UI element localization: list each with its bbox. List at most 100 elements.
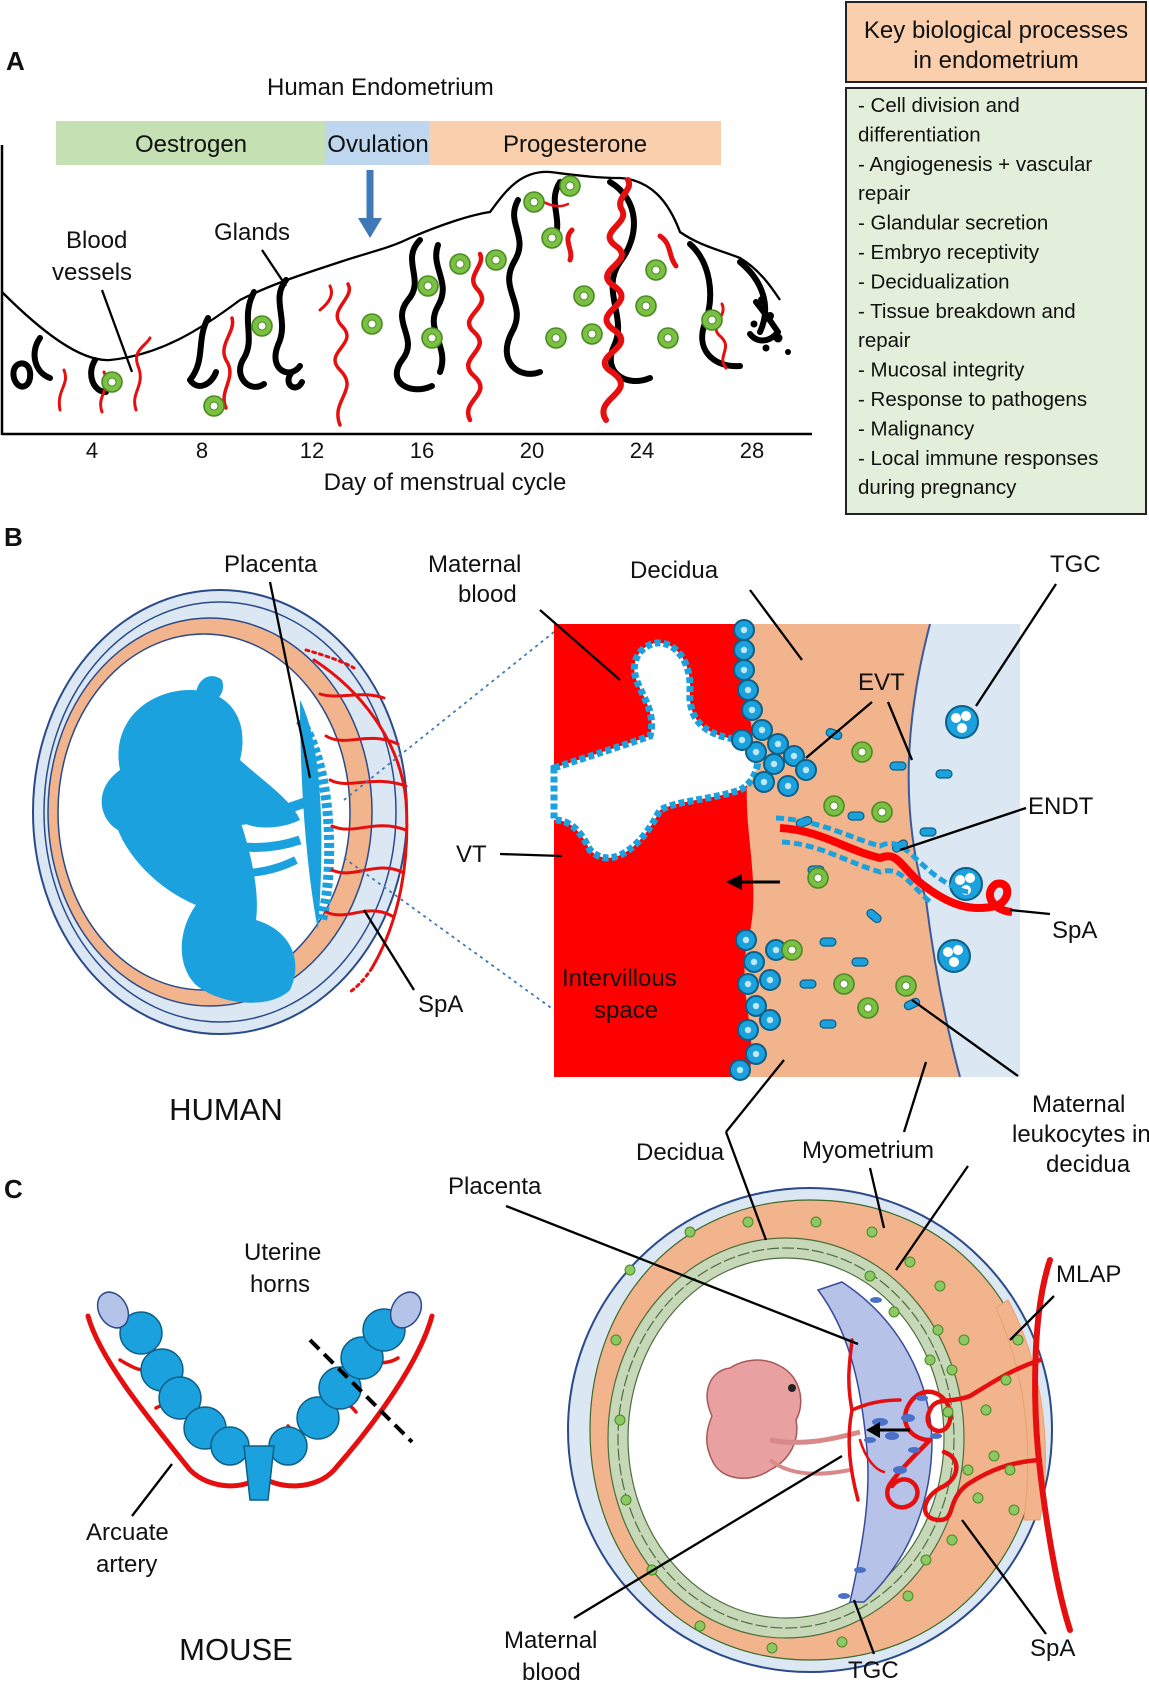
key-list-line: - Embryo receptivity [858, 241, 1040, 264]
maternal-blood-label-2: blood [458, 581, 517, 608]
human-placenta-pointer [268, 581, 312, 779]
arcuate-label-1: Arcuate [86, 1519, 169, 1546]
mouse-placenta-label: Placenta [448, 1173, 542, 1200]
progesterone-bar [429, 121, 721, 165]
panel-c: C Uterine horns Arcuate artery [4, 1131, 1121, 1686]
evt-pointer-1 [805, 701, 873, 759]
decidua-top-label: Decidua [630, 557, 719, 584]
arcuate-pointer [131, 1463, 173, 1517]
panel-a-letter: A [6, 46, 25, 76]
x-axis-title: Day of menstrual cycle [324, 469, 567, 496]
mlap-label: MLAP [1056, 1261, 1121, 1288]
arcuate-label-2: artery [96, 1551, 157, 1578]
interstitial-evt [795, 728, 953, 1029]
tgc-top-pointer [975, 583, 1057, 707]
mouse-maternal-blood-pointer [573, 1455, 843, 1619]
evt-label: EVT [858, 669, 905, 696]
blood-vessels-pointer [100, 289, 134, 373]
blood-vessels-label-1: Blood [66, 227, 127, 254]
endometrium-surface [1, 170, 781, 362]
ovulation-arrow [358, 170, 382, 238]
endt-pointer [899, 806, 1027, 852]
human-spa-label: SpA [418, 991, 463, 1018]
decidua-bottom-label: Decidua [636, 1139, 725, 1166]
intervillous-label-1: Intervillous [562, 965, 677, 992]
mouse-decidua-pointer [724, 1131, 768, 1241]
x-tick-label: 16 [410, 438, 434, 463]
panel-c-letter: C [4, 1174, 23, 1204]
panel-b: B [4, 522, 1149, 1178]
key-list-line: repair [858, 329, 911, 352]
x-tick-label: 4 [86, 438, 98, 463]
evt-pointer-2 [886, 701, 914, 761]
human-spa-right-pointer [1009, 908, 1051, 916]
vt-pointer [499, 852, 563, 858]
human-species-label: HUMAN [169, 1092, 283, 1127]
human-uterus [32, 589, 555, 1035]
ovulation-label: Ovulation [327, 131, 428, 158]
uterine-horns-label-2: horns [250, 1271, 310, 1298]
key-list-line: repair [858, 182, 911, 205]
tgc-top-label: TGC [1050, 551, 1101, 578]
x-tick-label: 24 [630, 438, 654, 463]
villus [550, 639, 761, 862]
leukocytes-label-2: leukocytes in [1012, 1121, 1149, 1148]
leukocytes-label-3: decidua [1046, 1151, 1131, 1178]
human-spiral-artery [779, 824, 1013, 916]
mouse-tgc [838, 1297, 882, 1599]
human-spa-right-label: SpA [1052, 917, 1097, 944]
human-spa-pointer [363, 909, 415, 991]
human-placenta-label: Placenta [224, 551, 318, 578]
leukocytes-pointer [911, 999, 1019, 1077]
human-interface-detail [550, 619, 1020, 1081]
mouse-maternal-blood-label-1: Maternal [504, 1627, 597, 1654]
key-body-box [845, 87, 1147, 515]
mouse-implantation-site [567, 1187, 1073, 1673]
key-header-box [845, 1, 1147, 83]
key-list-line: - Glandular secretion [858, 212, 1048, 235]
myometrium-label: Myometrium [802, 1137, 934, 1164]
human-spiral-arteries [304, 648, 409, 994]
mouse-spa-label: SpA [1030, 1635, 1075, 1662]
uterine-horns-label-1: Uterine [244, 1239, 321, 1266]
mouse-trophoblast [864, 1395, 942, 1474]
mouse-placenta-pointer [505, 1204, 859, 1346]
key-list-line: - Decidualization [858, 270, 1010, 293]
mouse-maternal-blood-label-2: blood [522, 1659, 581, 1686]
panel-a: A Human Endometrium Oestrogen Ovulation … [0, 46, 812, 496]
oestrogen-label: Oestrogen [135, 131, 247, 158]
key-header-line-1: Key biological processes [864, 17, 1128, 44]
key-list-line: differentiation [858, 123, 981, 146]
key-list: - Cell division and differentiation - Angi… [858, 94, 1098, 499]
vt-label: VT [456, 841, 487, 868]
mouse-myometrium-pointer [868, 1167, 886, 1229]
glands-label: Glands [214, 219, 290, 246]
key-list-line: - Cell division and [858, 94, 1020, 117]
blood-vessels-label-2: vessels [52, 259, 132, 286]
endt-label: ENDT [1028, 793, 1094, 820]
tgc-cells [937, 705, 983, 973]
mlap-pointer [1009, 1295, 1055, 1341]
mouse-leukocytes-pointer [895, 1165, 969, 1271]
key-list-line: - Tissue breakdown and [858, 300, 1076, 323]
decidua-bottom-pointer [725, 1059, 785, 1133]
mouse-species-label: MOUSE [179, 1632, 293, 1667]
glands-pointer [261, 249, 287, 287]
maternal-blood-label-1: Maternal [428, 551, 521, 578]
mouse-placenta [816, 1281, 933, 1603]
key-list-line: - Malignancy [858, 417, 975, 440]
mouse-maternal-arteries [847, 1257, 1073, 1633]
human-fetus [101, 676, 314, 1003]
mouse-uterine-horns [85, 1291, 435, 1501]
key-list-line: - Mucosal integrity [858, 359, 1025, 382]
x-tick-label: 8 [196, 438, 208, 463]
progesterone-label: Progesterone [503, 131, 647, 158]
key-list-line: - Angiogenesis + vascular [858, 153, 1092, 176]
panel-b-letter: B [4, 522, 23, 552]
key-box: Key biological processes in endometrium … [845, 1, 1147, 515]
mouse-tgc-pointer [852, 1599, 876, 1655]
key-list-line: during pregnancy [858, 476, 1017, 499]
oestrogen-bar [56, 121, 326, 165]
